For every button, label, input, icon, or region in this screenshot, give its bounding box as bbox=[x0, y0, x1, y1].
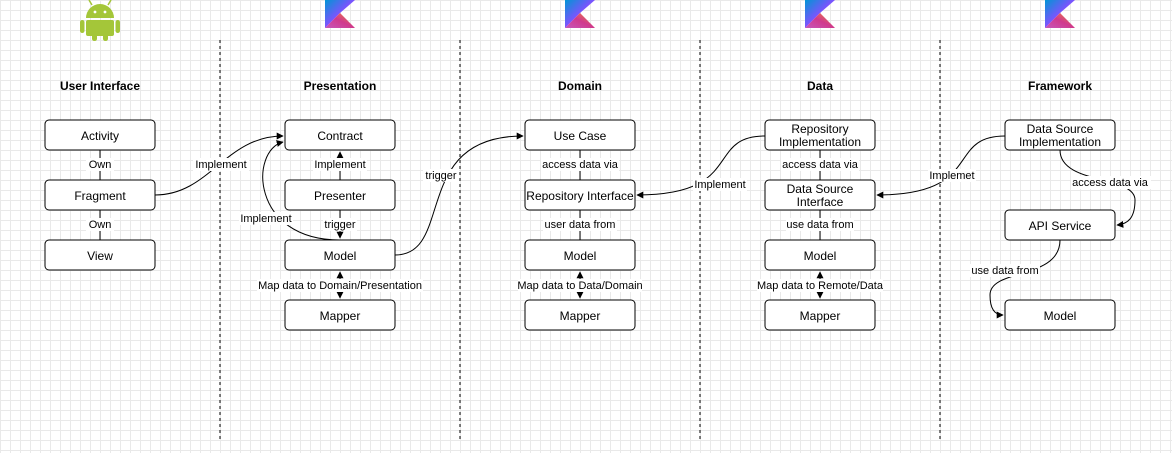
edge-label: access data via bbox=[541, 158, 619, 171]
edge-apiservice-model bbox=[989, 239, 1061, 319]
node-data-source-implementation[interactable]: Data Source Implementation bbox=[1004, 119, 1116, 151]
edge-label: Implement bbox=[239, 212, 293, 225]
node-data-source-interface[interactable]: Data Source Interface bbox=[764, 179, 876, 211]
edge-model-usecase bbox=[394, 132, 524, 256]
node-contract[interactable]: Contract bbox=[284, 119, 396, 151]
node-label: Mapper bbox=[320, 309, 361, 323]
node-label: Model bbox=[324, 249, 357, 263]
label-use-data: use data from bbox=[786, 219, 853, 231]
edge-label: Map data to Data/Domain bbox=[517, 279, 643, 292]
column-title-framework: Framework bbox=[1028, 79, 1092, 93]
node-label: Model bbox=[1044, 309, 1077, 323]
label-access-data: access data via bbox=[542, 159, 619, 171]
edge-label: access data via bbox=[1071, 176, 1151, 189]
label-implement: Implement bbox=[694, 179, 745, 191]
label-own: Own bbox=[89, 159, 112, 171]
edge-label: trigger bbox=[423, 169, 459, 182]
node-label: Fragment bbox=[74, 189, 126, 203]
label-implement: Implement bbox=[195, 159, 246, 171]
node-label: Interface bbox=[797, 195, 844, 209]
edge-label: Map data to Domain/Presentation bbox=[257, 279, 423, 292]
label-implement: Implement bbox=[240, 213, 291, 225]
node-mapper[interactable]: Mapper bbox=[764, 299, 876, 331]
node-repository-implementation[interactable]: Repository Implementation bbox=[764, 119, 876, 151]
node-repository-interface[interactable]: Repository Interface bbox=[524, 179, 636, 211]
edge-label: Implemet bbox=[928, 169, 976, 182]
node-label: Model bbox=[564, 249, 597, 263]
label-trigger: trigger bbox=[425, 170, 457, 182]
label-implement: Implement bbox=[314, 159, 365, 171]
node-label: Model bbox=[804, 249, 837, 263]
edge-label: use data from bbox=[786, 218, 854, 231]
node-label: Implementation bbox=[1019, 135, 1101, 149]
node-label: Implementation bbox=[779, 135, 861, 149]
kotlin-icon bbox=[565, 0, 595, 28]
label-use-data: use data from bbox=[971, 265, 1038, 277]
edge-label: trigger bbox=[323, 218, 357, 231]
edge-repoimpl-repointerface bbox=[636, 135, 766, 199]
label-user-data: user data from bbox=[545, 219, 616, 231]
kotlin-icon bbox=[805, 0, 835, 28]
node-label: Repository bbox=[791, 122, 848, 136]
android-icon bbox=[80, 0, 120, 41]
edge-label: Implement bbox=[313, 158, 367, 171]
node-model[interactable]: Model bbox=[1004, 299, 1116, 331]
node-api-service[interactable]: API Service bbox=[1004, 209, 1116, 241]
label-map-data: Map data to Remote/Data bbox=[757, 280, 884, 292]
label-access-data: access data via bbox=[1072, 177, 1149, 189]
node-model[interactable]: Model bbox=[524, 239, 636, 271]
node-model[interactable]: Model bbox=[284, 239, 396, 271]
column-title-domain: Domain bbox=[558, 79, 602, 93]
node-label: Use Case bbox=[554, 129, 607, 143]
label-own: Own bbox=[89, 219, 112, 231]
node-mapper[interactable]: Mapper bbox=[524, 299, 636, 331]
column-title-ui: User Interface bbox=[60, 79, 140, 93]
edge-dsimpl-apiservice bbox=[1059, 149, 1136, 228]
edge-label: user data from bbox=[543, 218, 617, 231]
edge-label: access data via bbox=[781, 158, 859, 171]
node-label: API Service bbox=[1029, 219, 1092, 233]
label-implemet: Implemet bbox=[929, 170, 974, 182]
label-access-data: access data via bbox=[782, 159, 859, 171]
node-label: Activity bbox=[81, 129, 119, 143]
column-title-presentation: Presentation bbox=[304, 79, 377, 93]
label-trigger: trigger bbox=[324, 219, 356, 231]
node-mapper[interactable]: Mapper bbox=[284, 299, 396, 331]
node-model[interactable]: Model bbox=[764, 239, 876, 271]
edge-label: Implement bbox=[193, 158, 249, 171]
node-label: Data Source bbox=[1027, 122, 1094, 136]
node-label: Presenter bbox=[314, 189, 366, 203]
node-use-case[interactable]: Use Case bbox=[524, 119, 636, 151]
node-label: Repository Interface bbox=[526, 189, 634, 203]
node-label: Data Source bbox=[787, 182, 854, 196]
kotlin-icon bbox=[325, 0, 355, 28]
node-label: View bbox=[87, 249, 113, 263]
node-view[interactable]: View bbox=[44, 239, 156, 271]
node-fragment[interactable]: Fragment bbox=[44, 179, 156, 211]
node-label: Contract bbox=[317, 129, 363, 143]
kotlin-icon bbox=[1045, 0, 1075, 28]
node-activity[interactable]: Activity bbox=[44, 119, 156, 151]
node-presenter[interactable]: Presenter bbox=[284, 179, 396, 211]
edge-label: use data from bbox=[970, 264, 1040, 277]
label-map-data: Map data to Data/Domain bbox=[517, 280, 642, 292]
edge-label: Implement bbox=[693, 178, 747, 191]
node-label: Mapper bbox=[800, 309, 841, 323]
edge-label: Own bbox=[86, 218, 114, 231]
label-map-data: Map data to Domain/Presentation bbox=[258, 280, 422, 292]
edge-dsimpl-dsinterface bbox=[876, 135, 1006, 199]
edge-model-contract bbox=[262, 140, 341, 241]
node-label: Mapper bbox=[560, 309, 601, 323]
edge-label: Map data to Remote/Data bbox=[757, 279, 884, 292]
edge-label: Own bbox=[86, 158, 114, 171]
column-title-data: Data bbox=[807, 79, 833, 93]
